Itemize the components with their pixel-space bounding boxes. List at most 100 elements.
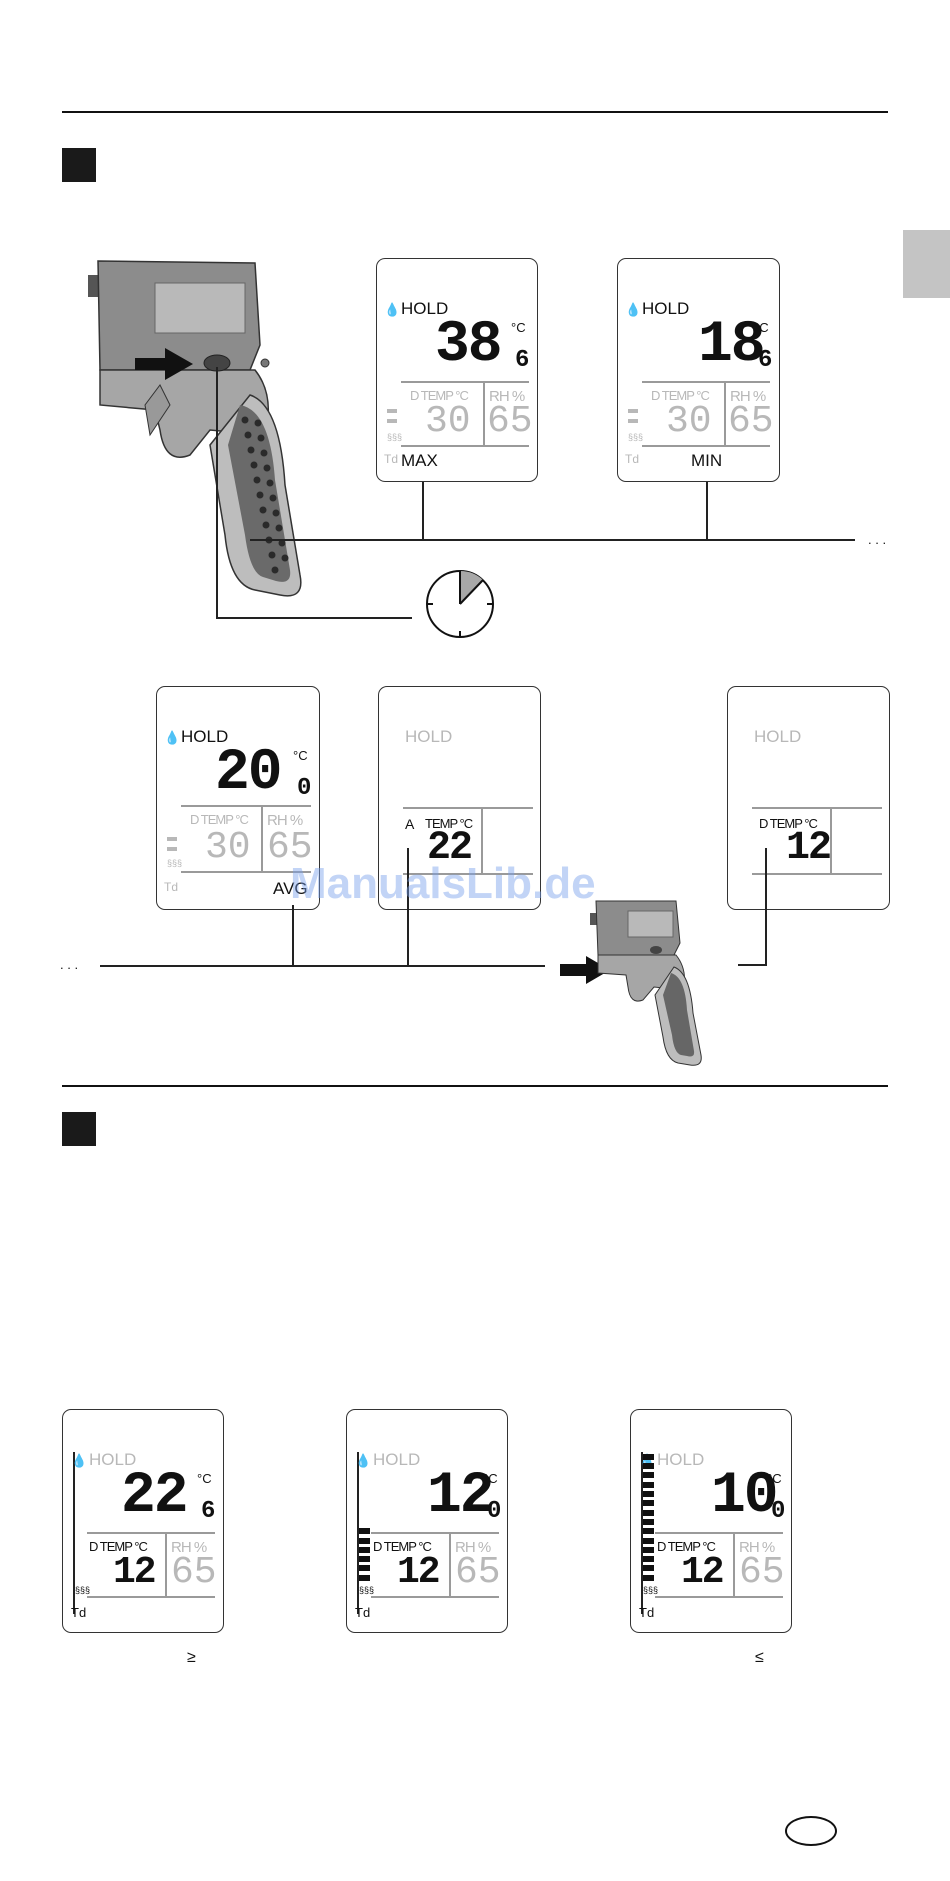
temp-value: 22: [427, 826, 473, 871]
bar-segment: [359, 1556, 370, 1563]
bar-segment: [643, 1556, 654, 1563]
connector-line: [738, 964, 766, 966]
top-divider: [62, 111, 888, 113]
section-marker-2: [62, 1112, 96, 1146]
lcd-display-bar-level-2: 💧 HOLD 12 °C 0 D TEMP °C RH % 12 65 §§§ …: [346, 1409, 508, 1633]
dtemp-label: D TEMP °C: [190, 812, 249, 827]
lcd-divider: [87, 1596, 215, 1598]
connector-line: [216, 617, 412, 619]
bar-segment: [359, 1574, 370, 1581]
bar-segment: [643, 1546, 654, 1553]
lcd-divider: [655, 1596, 783, 1598]
connector-line: [765, 848, 767, 966]
temperature-decimal: 6: [515, 347, 529, 374]
hold-indicator: HOLD: [181, 727, 229, 746]
bar-segment: [359, 1528, 370, 1535]
rh-value: 65: [171, 1551, 217, 1594]
connector-line: [250, 539, 855, 541]
hold-indicator: HOLD: [89, 1450, 137, 1469]
connector-line: [407, 848, 409, 966]
mode-label-min: MIN: [691, 451, 723, 470]
lcd-display-bar-level-1: 💧 HOLD 22 °C 6 D TEMP °C RH % 12 65 §§§ …: [62, 1409, 224, 1633]
droplets-icon: 💧: [625, 302, 642, 317]
temperature-main: 22: [121, 1464, 189, 1529]
heat-waves-icon: §§§: [628, 432, 644, 442]
rh-label: RH %: [489, 388, 525, 405]
lcd-divider: [481, 807, 483, 873]
rh-label: RH %: [730, 388, 766, 405]
hold-indicator: HOLD: [642, 299, 690, 318]
rh-value: 65: [267, 826, 313, 869]
dtemp-label: D TEMP °C: [89, 1539, 148, 1554]
lcd-divider: [87, 1532, 215, 1534]
lcd-divider: [752, 873, 882, 875]
dtemp-value: 12: [113, 1551, 157, 1594]
bar-segment: [643, 1565, 654, 1572]
connector-line: [216, 367, 218, 618]
a-label: A: [405, 816, 414, 832]
lcd-display-dtemp: HOLD D TEMP °C 12: [727, 686, 890, 910]
temperature-main: 38: [435, 313, 503, 378]
rh-label: RH %: [267, 812, 303, 829]
td-label: Td: [164, 880, 179, 894]
leq-symbol: ≤: [755, 1649, 764, 1666]
temperature-decimal: 0: [487, 1498, 501, 1525]
hold-indicator: HOLD: [657, 1450, 705, 1469]
bar-segment: [359, 1565, 370, 1572]
temperature-unit: °C: [767, 1471, 782, 1486]
bar-axis: [357, 1452, 359, 1614]
bar-segment: [359, 1537, 370, 1544]
temperature-unit: °C: [293, 748, 308, 763]
bar-segment: [643, 1491, 654, 1497]
droplets-icon: 💧: [164, 730, 181, 745]
dtemp-value: 12: [397, 1551, 441, 1594]
dtemp-value: 30: [666, 400, 712, 443]
temperature-decimal: 0: [771, 1498, 785, 1525]
lcd-divider: [733, 1532, 735, 1596]
dtemp-label: D TEMP °C: [651, 388, 710, 403]
bar-axis: [73, 1452, 75, 1614]
td-label: Td: [625, 452, 640, 466]
rh-value: 65: [455, 1551, 501, 1594]
ellipsis-left: . . .: [60, 957, 79, 972]
hold-indicator: HOLD: [754, 727, 802, 746]
bar-segment: [643, 1481, 654, 1488]
temperature-unit: °C: [754, 320, 769, 335]
rh-label: RH %: [455, 1539, 491, 1556]
lcd-divider: [401, 445, 529, 447]
td-label: Td: [355, 1605, 371, 1620]
watermark: ManualsLib.de: [290, 859, 596, 908]
td-label: Td: [384, 452, 399, 466]
hold-indicator: HOLD: [405, 727, 453, 746]
connector-line: [100, 965, 545, 967]
lcd-display-bar-level-3: 💧 HOLD 10 °C 0 D TEMP °C RH % 12 65 §§§ …: [630, 1409, 792, 1633]
bar-segment: [359, 1546, 370, 1553]
temperature-unit: °C: [483, 1471, 498, 1486]
bar-indicator: [387, 409, 397, 413]
dtemp-value: 12: [681, 1551, 725, 1594]
rh-label: RH %: [739, 1539, 775, 1556]
dtemp-value: 12: [786, 826, 832, 871]
mode-label-avg: AVG: [273, 879, 308, 898]
heat-waves-icon: §§§: [359, 1585, 375, 1595]
arrow-right-icon: [135, 348, 193, 380]
lcd-divider: [642, 445, 770, 447]
bar-indicator: [167, 837, 177, 841]
thermometer-gun-icon: [88, 260, 302, 597]
geq-symbol: ≥: [187, 1649, 196, 1666]
ellipsis-right: . . .: [868, 532, 887, 547]
rh-value: 65: [487, 400, 533, 443]
dtemp-label: D TEMP °C: [657, 1539, 716, 1554]
bar-segment: [643, 1537, 654, 1544]
temperature-main: 10: [711, 1464, 779, 1529]
bar-segment: [643, 1509, 654, 1516]
lcd-divider: [401, 381, 529, 383]
lcd-divider: [181, 871, 311, 873]
mode-label-max: MAX: [401, 451, 438, 470]
lcd-display-max: 💧 HOLD 38 °C 6 D TEMP °C RH % 30 65 §§§ …: [376, 258, 538, 482]
temperature-main: 18: [698, 313, 766, 378]
lcd-divider: [371, 1596, 499, 1598]
temperature-unit: °C: [197, 1471, 212, 1486]
lcd-divider: [403, 873, 533, 875]
thermometer-gun-icon: [590, 900, 702, 1066]
